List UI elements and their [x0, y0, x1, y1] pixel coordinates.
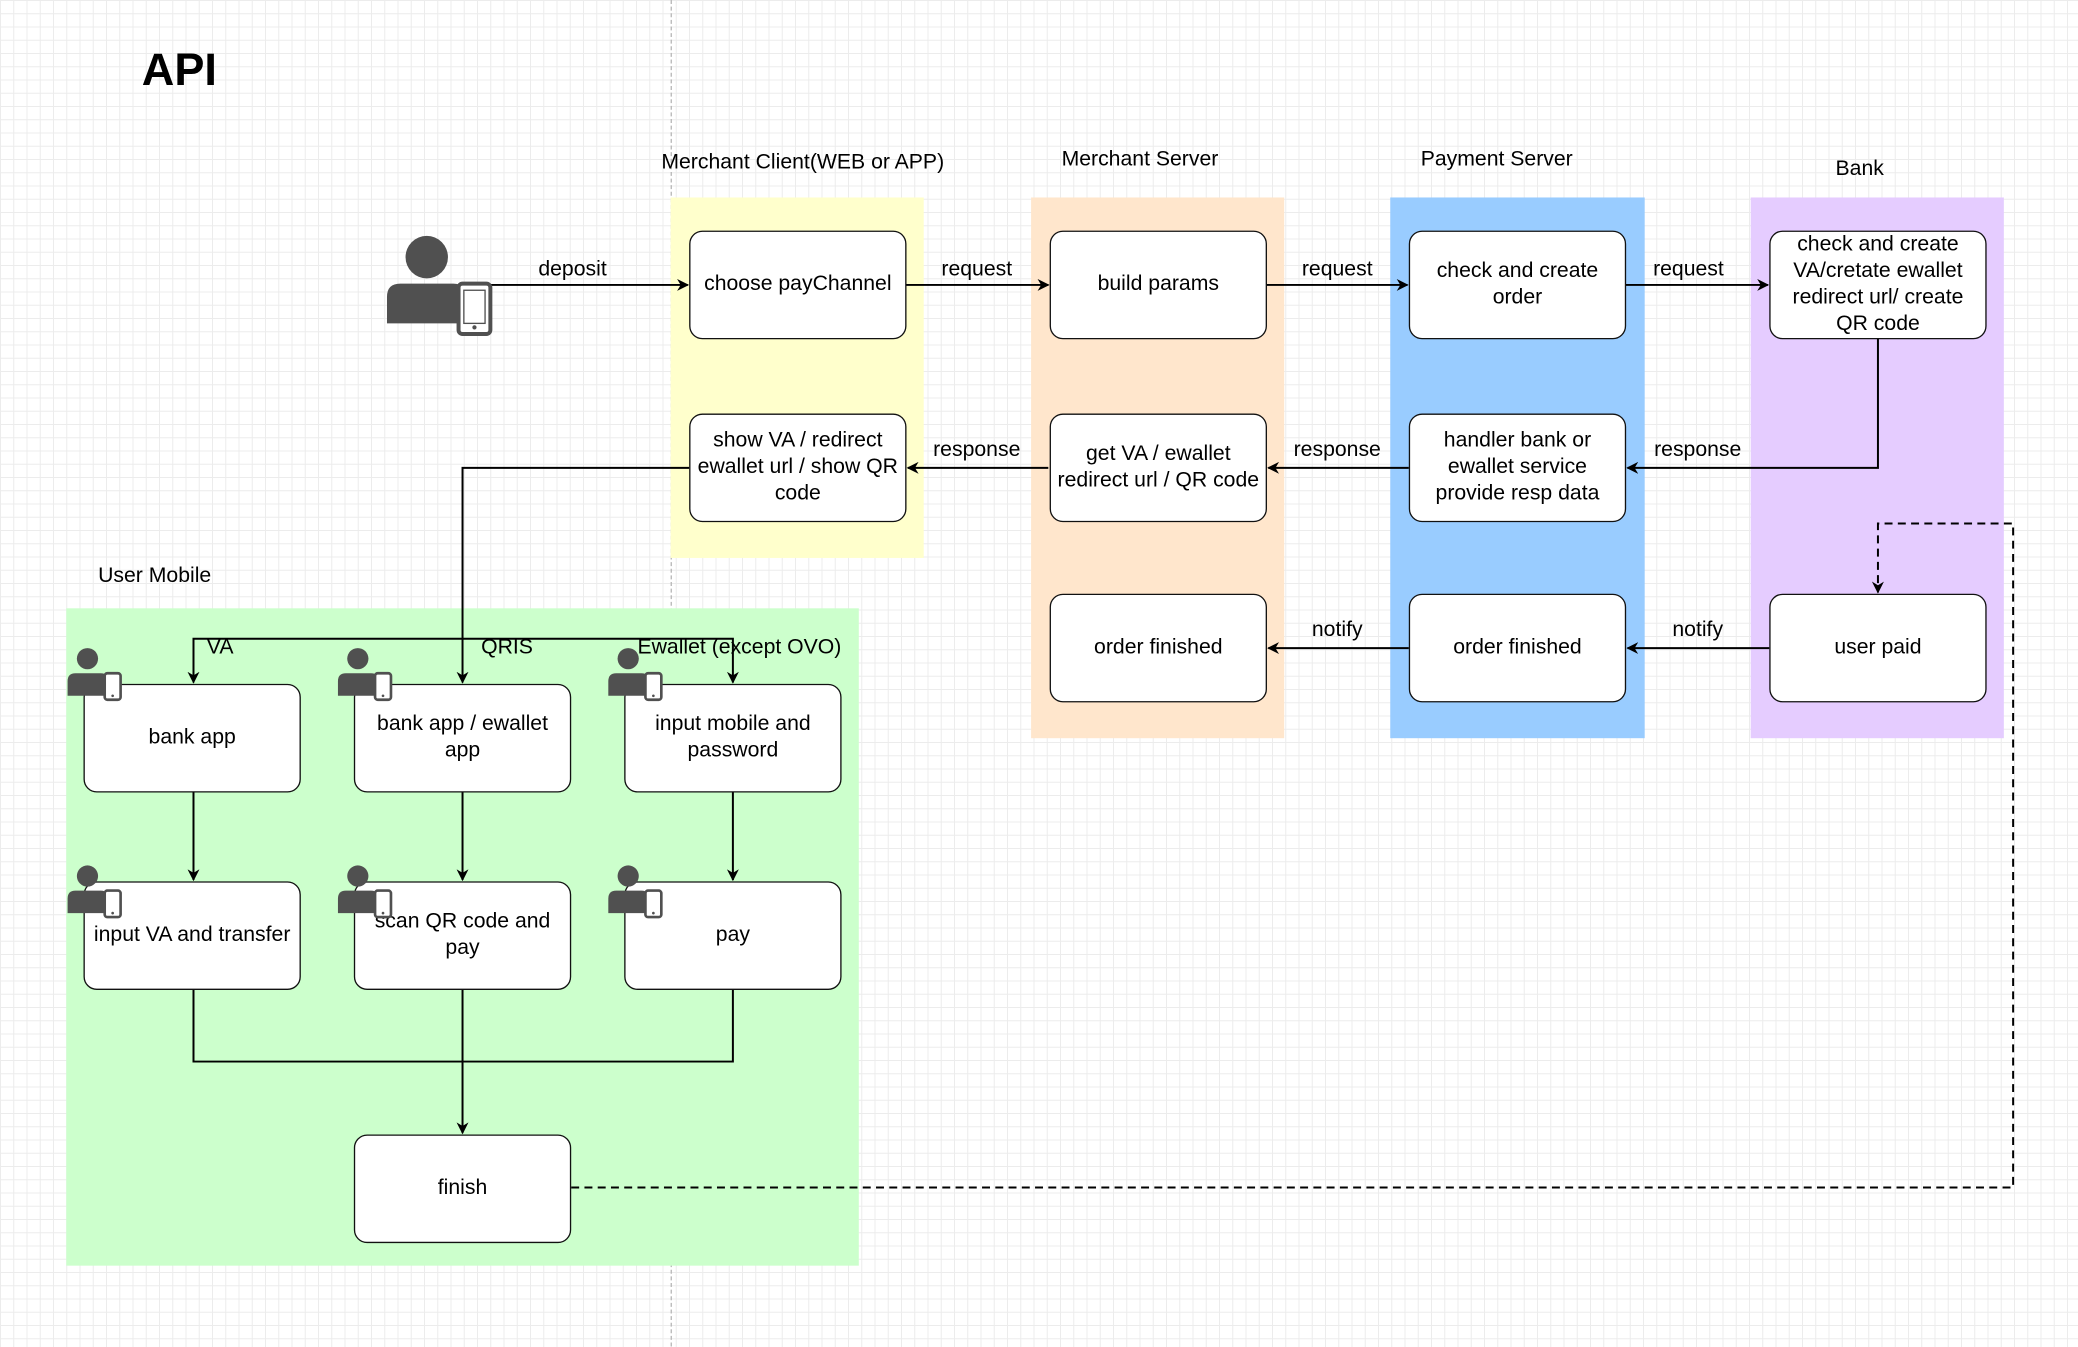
node-bank-app-ewallet: bank app / ewallet app: [353, 683, 572, 793]
user-with-phone-icon: [608, 865, 663, 919]
node-payment-order-finished: order finished: [1408, 593, 1627, 703]
user-with-phone-icon: [608, 648, 663, 702]
user-with-phone-icon: [67, 648, 122, 702]
node-choose-paychannel: choose payChannel: [689, 230, 907, 340]
node-show-va: show VA / redirect ewallet url / show QR…: [689, 413, 907, 523]
edge-label-response-1: response: [933, 438, 1021, 462]
edge-label-response-2: response: [1293, 438, 1381, 462]
user-with-phone-icon: [337, 865, 393, 919]
edge-label-qris: QRIS: [481, 636, 533, 659]
node-get-va: get VA / ewallet redirect url / QR code: [1049, 413, 1267, 523]
edge-label-notify-1: notify: [1311, 618, 1363, 642]
node-merchant-order-finished: order finished: [1049, 593, 1267, 703]
user-with-phone-icon: [337, 648, 393, 702]
lane-label-merchant-client: Merchant Client(WEB or APP): [661, 151, 945, 174]
node-user-paid: user paid: [1769, 593, 1987, 703]
edge-response-3: [1626, 337, 1879, 474]
edge-ewallet: [462, 637, 739, 684]
lane-label-merchant-server: Merchant Server: [1061, 148, 1219, 171]
edge-va: [187, 637, 463, 684]
lane-label-user-mobile: User Mobile: [98, 564, 212, 588]
edge-label-ewallet: Ewallet (except OVO): [637, 636, 842, 659]
edge-finish-to-user-paid: [571, 522, 2015, 1189]
lane-label-bank: Bank: [1835, 157, 1884, 181]
diagram-title: API: [141, 45, 217, 96]
edge-label-request-3: request: [1653, 258, 1724, 281]
edge-show-to-qris: [456, 466, 690, 684]
node-bank-app: bank app: [83, 683, 301, 793]
edge-label-notify-2: notify: [1672, 618, 1724, 642]
edge-label-deposit: deposit: [538, 258, 607, 281]
user-with-phone-icon: [67, 865, 122, 919]
edge-label-response-3: response: [1654, 438, 1742, 462]
edge-label-va: VA: [206, 636, 234, 659]
node-bank-check-create: check and create VA/cretate ewallet redi…: [1769, 230, 1987, 340]
user-with-phone-icon: [386, 235, 493, 336]
lane-label-payment-server: Payment Server: [1420, 148, 1573, 171]
node-handler-bank: handler bank or ewallet service provide …: [1408, 413, 1627, 523]
node-check-create-order: check and create order: [1408, 230, 1627, 340]
edge-label-request-2: request: [1301, 258, 1373, 281]
node-build-params: build params: [1049, 230, 1267, 340]
node-input-mobile: input mobile and password: [624, 683, 842, 793]
edge-label-request-1: request: [941, 258, 1013, 281]
node-finish: finish: [353, 1134, 572, 1244]
